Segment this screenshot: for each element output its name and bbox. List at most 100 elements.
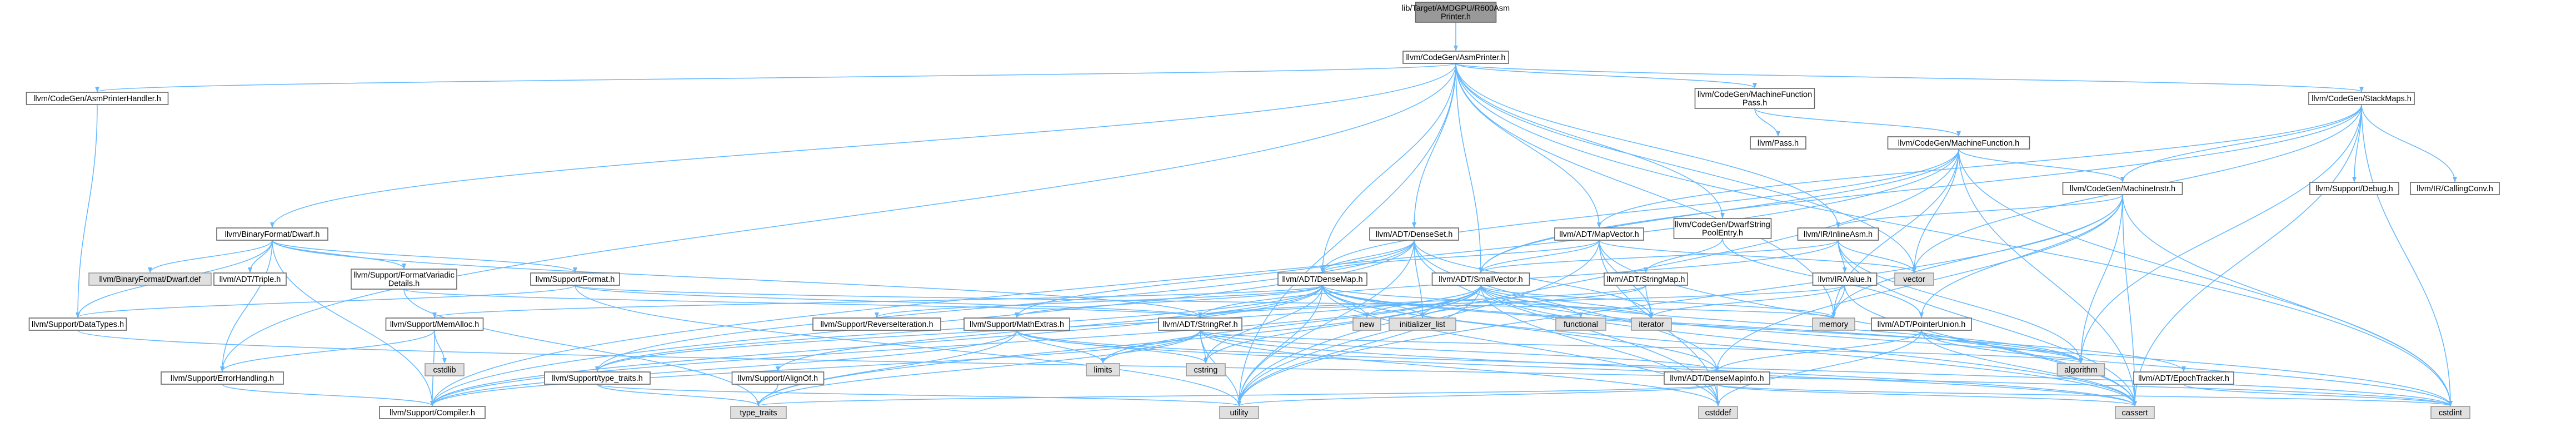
node-machinefunction[interactable]: llvm/CodeGen/MachineFunction.h	[1887, 136, 2030, 150]
node-label: cstdlib	[433, 366, 456, 375]
node-box	[26, 92, 169, 105]
node-box	[544, 371, 651, 385]
node-box	[1812, 317, 1855, 331]
node-box	[1673, 218, 1772, 239]
node-datatypes[interactable]: llvm/Support/DataTypes.h	[28, 317, 127, 331]
node-inlineasm[interactable]: llvm/IR/InlineAsm.h	[1797, 227, 1879, 241]
node-label: cstddef	[1705, 409, 1732, 418]
node-label: cassert	[2122, 409, 2148, 418]
edge-asmprinter-to-utility	[1237, 63, 1456, 406]
edge-asmprinter-to-densemap	[1320, 63, 1456, 273]
node-box	[1694, 88, 1815, 109]
node-stringmap[interactable]: llvm/ADT/StringMap.h	[1604, 272, 1688, 286]
edge-mathextras-to-cstdint	[1016, 330, 2453, 406]
edge-asmprinter-to-dwarf	[270, 63, 1456, 228]
edge-mapvector-to-densemap	[1320, 240, 1600, 273]
edge-asmprinter-to-mfpass	[1455, 63, 1757, 88]
node-box	[1369, 227, 1459, 241]
node-mapvector[interactable]: llvm/ADT/MapVector.h	[1554, 227, 1644, 241]
edge-asmprinter-to-stackmaps	[1455, 63, 2364, 92]
node-label: llvm/CodeGen/AsmPrinter.h	[1406, 53, 1506, 62]
node-alignof[interactable]: llvm/Support/AlignOf.h	[731, 371, 825, 385]
node-reverseiteration[interactable]: llvm/Support/ReverseIteration.h	[812, 317, 941, 331]
node-label: llvm/ADT/EpochTracker.h	[2138, 374, 2229, 383]
node-vector: vector	[1894, 272, 1934, 286]
edge-inlineasm-to-vector	[1838, 240, 1916, 273]
node-stackmaps[interactable]: llvm/CodeGen/StackMaps.h	[2308, 92, 2415, 105]
node-debug[interactable]: llvm/Support/Debug.h	[2309, 182, 2399, 195]
edge-densemap-to-memalloc	[432, 285, 1323, 318]
node-box	[2309, 182, 2399, 195]
node-cstring: cstring	[1186, 363, 1226, 376]
node-typetraits[interactable]: llvm/Support/type_traits.h	[544, 371, 651, 385]
edge-smallvector-to-utility	[1237, 285, 1481, 406]
node-box	[161, 371, 284, 385]
node-mathextras[interactable]: llvm/Support/MathExtras.h	[963, 317, 1070, 331]
node-box	[812, 317, 941, 331]
node-label: llvm/Support/MemAlloc.h	[390, 320, 479, 329]
node-format[interactable]: llvm/Support/Format.h	[530, 272, 620, 286]
node-algorithm: algorithm	[2056, 363, 2105, 376]
node-machineinstr[interactable]: llvm/CodeGen/MachineInstr.h	[2062, 182, 2183, 195]
node-box	[379, 406, 486, 419]
edge-pointerunion-to-cassert	[1921, 330, 2137, 406]
node-label: llvm/CodeGen/StackMaps.h	[2312, 95, 2412, 103]
node-label: llvm/ADT/PointerUnion.h	[1878, 320, 1966, 329]
edge-smallvector-to-compiler	[430, 285, 1481, 406]
edge-densemapinfo-to-type_traits	[756, 384, 1718, 406]
edge-errorhandling-to-compiler	[222, 384, 435, 406]
edge-asmprinter-to-smallvector	[1455, 63, 1483, 273]
node-box	[351, 269, 457, 290]
edge-typetraits-to-type_traits	[597, 384, 761, 406]
node-memalloc[interactable]: llvm/Support/MemAlloc.h	[385, 317, 484, 331]
edge-denseset-to-typetraits	[595, 240, 1415, 372]
edge-asmprinter-to-errorhandling	[220, 63, 1456, 372]
node-label: llvm/Support/FormatVariadic	[353, 271, 455, 280]
node-label: llvm/Pass.h	[1758, 139, 1799, 148]
node-box	[2410, 182, 2500, 195]
edge-mathextras-to-compiler	[430, 330, 1017, 406]
node-callingconv[interactable]: llvm/IR/CallingConv.h	[2410, 182, 2500, 195]
node-label: llvm/IR/CallingConv.h	[2417, 185, 2493, 193]
edge-inlineasm-to-cassert	[1838, 240, 2137, 406]
node-pass[interactable]: llvm/Pass.h	[1750, 136, 1806, 150]
node-box	[2115, 406, 2155, 419]
node-densemapinfo[interactable]: llvm/ADT/DenseMapInfo.h	[1664, 371, 1770, 385]
node-box	[2133, 371, 2234, 385]
node-stringref[interactable]: llvm/ADT/StringRef.h	[1158, 317, 1242, 331]
edge-mfpass-to-machinefunction	[1754, 108, 1961, 137]
node-pointerunion[interactable]: llvm/ADT/PointerUnion.h	[1871, 317, 1972, 331]
node-dwarfdef: llvm/BinaryFormat/Dwarf.def	[88, 272, 212, 286]
node-denseset[interactable]: llvm/ADT/DenseSet.h	[1369, 227, 1459, 241]
edge-pointerunion-to-cstdint	[1921, 330, 2453, 406]
node-dwarf[interactable]: llvm/BinaryFormat/Dwarf.h	[216, 227, 328, 241]
edge-densemap-to-initializer_list	[1322, 285, 1425, 318]
edge-machinefunction-to-machineinstr	[1958, 148, 2125, 182]
node-errorhandling[interactable]: llvm/Support/ErrorHandling.h	[161, 371, 284, 385]
edge-densemapinfo-to-cstdint	[1716, 384, 2453, 406]
edge-denseset-to-iterator	[1414, 240, 1654, 318]
edge-stackmaps-to-smallvector	[1479, 104, 2362, 273]
edge-densemapinfo-to-cstddef	[1715, 384, 1720, 406]
edge-mathextras-to-limits	[1016, 330, 1105, 364]
node-box	[1402, 51, 1509, 64]
edge-machineinstr-to-algorithm	[2079, 194, 2123, 364]
edge-machineinstr-to-cassert	[2122, 194, 2137, 406]
edge-densemap-to-typetraits	[595, 285, 1323, 372]
node-densemap[interactable]: llvm/ADT/DenseMap.h	[1277, 272, 1367, 286]
node-box	[1631, 317, 1672, 331]
node-compiler[interactable]: llvm/Support/Compiler.h	[379, 406, 486, 419]
node-asmprinter[interactable]: llvm/CodeGen/AsmPrinter.h	[1402, 51, 1509, 64]
node-triple[interactable]: llvm/ADT/Triple.h	[213, 272, 287, 286]
node-epochtracker[interactable]: llvm/ADT/EpochTracker.h	[2133, 371, 2234, 385]
node-irvalue[interactable]: llvm/IR/Value.h	[1812, 272, 1878, 286]
node-box	[425, 363, 465, 376]
node-asmprinterhandler[interactable]: llvm/CodeGen/AsmPrinterHandler.h	[26, 92, 169, 105]
node-smallvector[interactable]: llvm/ADT/SmallVector.h	[1431, 272, 1530, 286]
node-label: initializer_list	[1400, 320, 1445, 329]
node-initializer_list: initializer_list	[1389, 317, 1456, 331]
